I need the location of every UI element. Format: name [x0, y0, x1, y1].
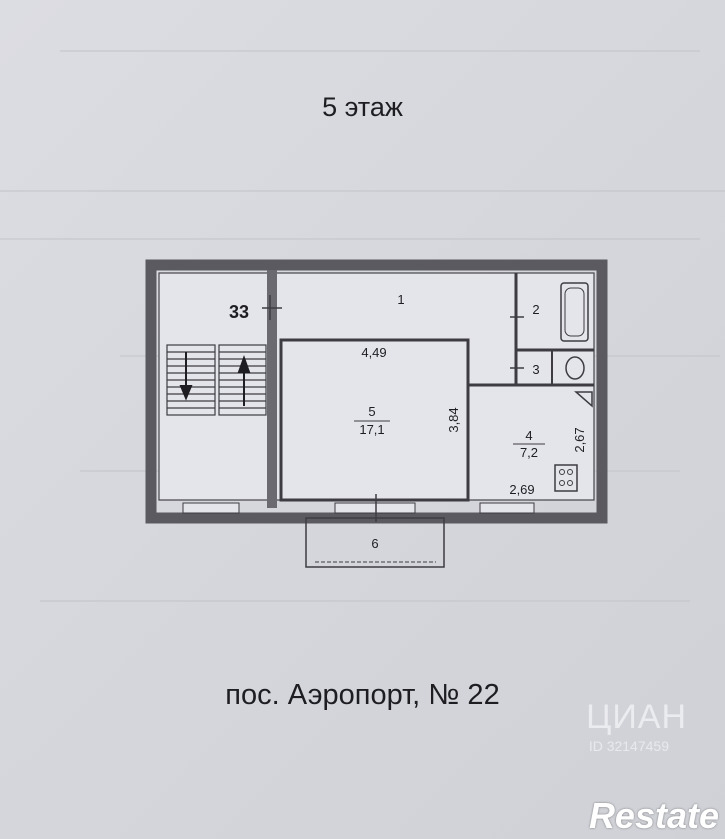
room-1-label: 1 — [397, 292, 404, 307]
room-4-area: 7,2 — [520, 445, 538, 460]
dimension-2-69: 2,69 — [509, 482, 534, 497]
stair-up-arrow-icon — [237, 355, 251, 406]
bathtub — [560, 282, 589, 342]
address: пос. Аэропорт, № 22 — [225, 679, 500, 711]
room-2-label: 2 — [532, 302, 539, 317]
watermark-brand: ЦИАН — [586, 698, 687, 736]
stove — [554, 464, 578, 492]
restate-logo: Restate — [588, 795, 719, 836]
stair-wall — [267, 270, 277, 508]
kitchen-sink — [574, 391, 593, 408]
toilet — [565, 356, 585, 380]
staircase — [166, 344, 267, 416]
room-5-area: 17,1 — [359, 422, 384, 437]
windows — [182, 502, 535, 514]
room-5-label: 5 — [368, 404, 375, 419]
room-6-label: 6 — [371, 536, 378, 551]
stair-down-arrow-icon — [179, 352, 193, 401]
dimension-2-67: 2,67 — [572, 427, 587, 452]
apartment-number: 33 — [229, 302, 249, 322]
dimension-4-49: 4,49 — [361, 345, 386, 360]
watermark-id: ID 32147459 — [588, 738, 669, 754]
floor-title: 5 этаж — [322, 92, 403, 122]
room5-wall — [279, 338, 470, 502]
balcony — [305, 517, 445, 568]
room-4-label: 4 — [525, 428, 532, 443]
room-3-label: 3 — [532, 362, 539, 377]
dimension-3-84: 3,84 — [446, 407, 461, 432]
